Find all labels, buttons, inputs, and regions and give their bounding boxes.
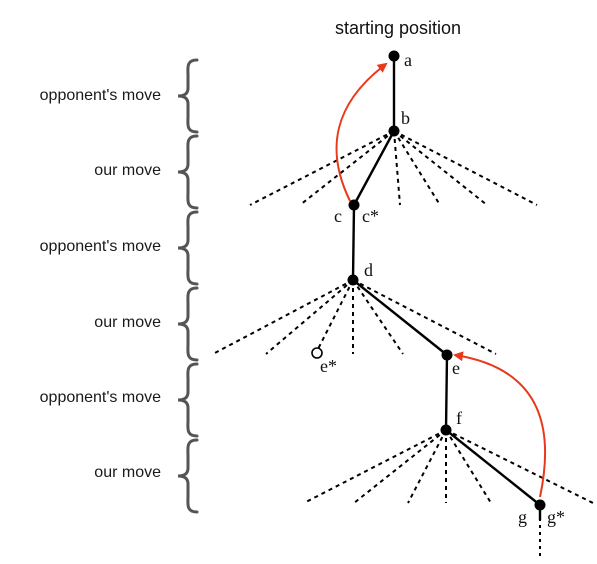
node-a — [388, 50, 400, 62]
branch-b-1 — [249, 130, 395, 206]
label-a: a — [404, 50, 412, 70]
backtrack-arrows — [335, 62, 547, 498]
label-f: f — [456, 408, 462, 428]
row-label-opponent-move-3: opponent's move — [40, 389, 161, 406]
row-label-opponent-move-2: opponent's move — [40, 238, 161, 255]
node-labels: a b c c* d e e* f g g* — [320, 50, 565, 527]
label-c-star: c* — [362, 206, 379, 226]
row-braces — [177, 58, 199, 514]
branch-f-2 — [353, 429, 447, 504]
branch-f-5 — [445, 429, 492, 504]
main-path — [351, 56, 542, 520]
tree-nodes — [347, 50, 546, 511]
row-label-opponent-move-1: opponent's move — [40, 87, 161, 104]
node-f — [440, 424, 452, 436]
brace-2 — [177, 134, 199, 210]
row-label-our-move-3: our move — [94, 464, 161, 481]
branch-b-4 — [393, 130, 441, 206]
branch-d-1 — [212, 279, 354, 355]
node-c — [348, 199, 360, 211]
edge-b-c — [352, 130, 396, 206]
arrow-g-to-e — [453, 351, 547, 498]
edge-f-g — [445, 429, 541, 506]
branch-f-6 — [445, 429, 594, 504]
row-label-our-move-2: our move — [94, 314, 161, 331]
label-e-star: e* — [320, 356, 337, 376]
brace-4 — [177, 286, 199, 362]
node-g — [534, 499, 546, 511]
node-e — [441, 349, 453, 361]
branch-f-3 — [407, 429, 447, 504]
branch-d-5 — [352, 279, 497, 355]
label-g-star: g* — [547, 507, 565, 527]
branch-d-4 — [352, 279, 404, 355]
arrow-c-to-a — [335, 62, 388, 202]
branch-b-5 — [393, 130, 488, 206]
branch-f-1 — [303, 429, 447, 504]
row-label-our-move-1: our move — [94, 162, 161, 179]
unexplored-branches — [212, 130, 594, 560]
label-e: e — [452, 358, 460, 378]
brace-1 — [177, 58, 199, 134]
node-d — [347, 274, 359, 286]
branch-b-6 — [393, 130, 538, 206]
branch-b-3 — [393, 130, 401, 206]
brace-5 — [177, 362, 199, 438]
row-labels: opponent's move our move opponent's move… — [40, 87, 161, 481]
edge-d-e — [352, 279, 448, 356]
diagram-title: starting position — [335, 18, 461, 38]
node-e-star-hollow — [311, 347, 323, 359]
brace-3 — [177, 210, 199, 286]
brace-6 — [177, 438, 199, 514]
label-b: b — [401, 108, 410, 128]
branch-d-to-e-star — [316, 279, 354, 352]
node-b — [388, 125, 400, 137]
edge-e-f — [444, 354, 449, 431]
label-g: g — [518, 507, 527, 527]
label-c: c — [334, 206, 342, 226]
edge-c-d — [351, 204, 356, 281]
branch-d-2 — [265, 279, 354, 355]
branch-b-2 — [299, 130, 395, 206]
label-d: d — [364, 260, 373, 280]
